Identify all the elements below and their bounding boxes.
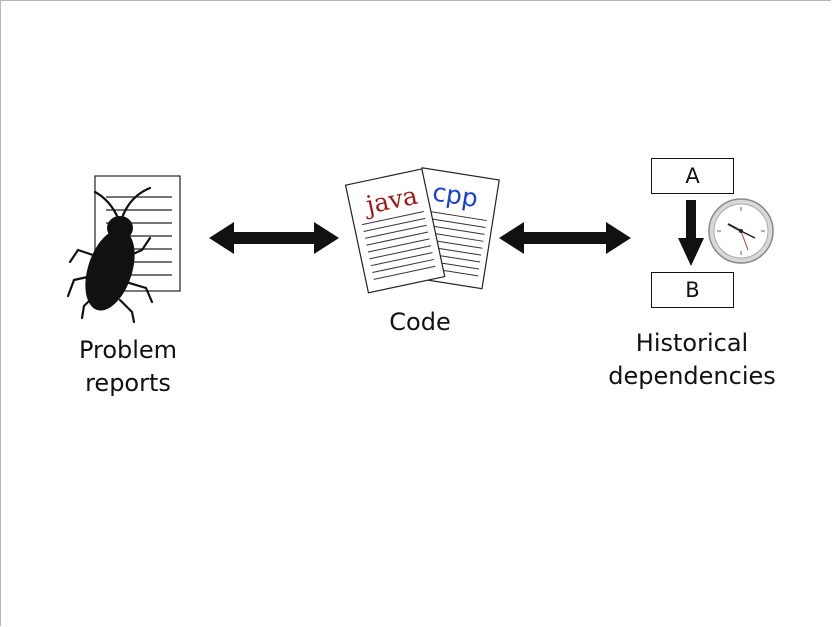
problem-label-line2: reports — [85, 369, 171, 397]
code-label: Code — [389, 308, 451, 336]
history-label-line1: Historical — [635, 329, 749, 357]
history-label-line2: dependencies — [608, 362, 776, 390]
dependency-box-a: A — [651, 158, 734, 194]
clock-icon — [708, 198, 774, 264]
code-files-icon: java cpp — [344, 167, 500, 294]
problem-reports-label: Problem reports — [38, 334, 218, 400]
down-arrow-icon — [678, 200, 704, 266]
problem-label-line1: Problem — [78, 336, 178, 364]
double-arrow-icon — [209, 222, 339, 254]
historical-dependencies-label: Historical dependencies — [592, 327, 792, 393]
double-arrow-icon — [499, 222, 631, 254]
cockroach-icon — [66, 186, 154, 324]
dependency-box-b: B — [651, 272, 734, 308]
cpp-file-label: cpp — [431, 177, 480, 213]
